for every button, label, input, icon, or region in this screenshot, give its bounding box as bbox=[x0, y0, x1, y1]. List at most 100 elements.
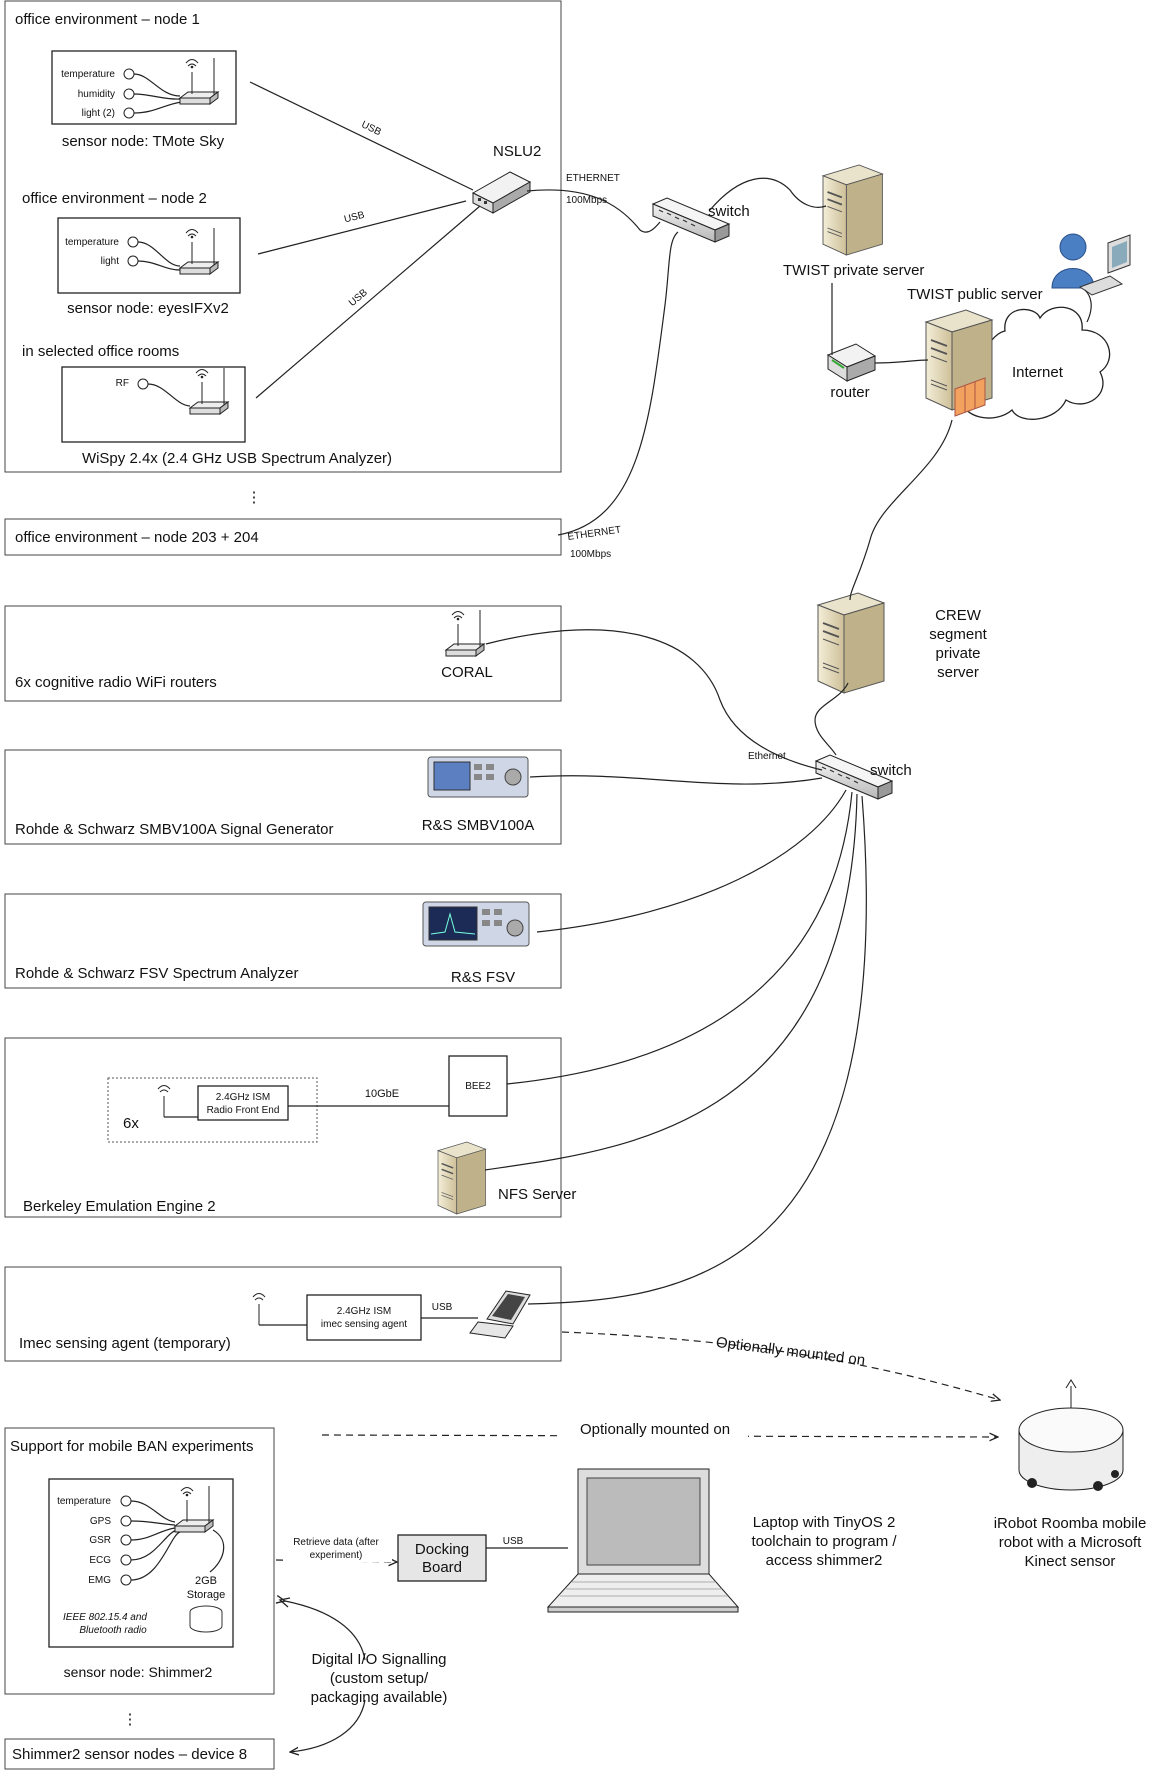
optional-mount-1: Optionally mounted on bbox=[715, 1334, 866, 1369]
frontend-group-box bbox=[107, 1077, 318, 1143]
bee2-device-label: BEE2 bbox=[465, 1081, 491, 1092]
ban-title: Support for mobile BAN experiments bbox=[10, 1438, 253, 1455]
storage-line1: 2GB bbox=[195, 1575, 217, 1587]
bee2-title: Berkeley Emulation Engine 2 bbox=[23, 1198, 216, 1215]
laptop-caption-3: access shimmer2 bbox=[766, 1552, 883, 1569]
sensor-label: EMG bbox=[88, 1575, 111, 1586]
twist-private-server-icon bbox=[822, 164, 884, 256]
office-rooms-title: in selected office rooms bbox=[22, 343, 179, 360]
frontend-antenna-icon bbox=[157, 1085, 198, 1118]
sensor-label: temperature bbox=[65, 237, 119, 248]
frontend-multiplier: 6x bbox=[123, 1115, 139, 1132]
imec-agent-box bbox=[306, 1294, 422, 1341]
signal-generator-icon bbox=[427, 756, 529, 798]
fsv-title: Rohde & Schwarz FSV Spectrum Analyzer bbox=[15, 965, 298, 982]
user-workstation-icon bbox=[1051, 233, 1131, 296]
spectrum-analyzer-icon bbox=[422, 901, 530, 947]
fsv-device-label: R&S FSV bbox=[451, 969, 515, 986]
router-icon bbox=[826, 343, 877, 382]
sensor-label: GSR bbox=[89, 1535, 111, 1546]
roomba-caption-3: Kinect sensor bbox=[1025, 1553, 1116, 1570]
sensor-label: ECG bbox=[89, 1555, 111, 1566]
firewall-icon bbox=[954, 377, 986, 417]
sensor-label: RF bbox=[116, 378, 129, 389]
laptop-icon bbox=[546, 1468, 740, 1613]
imec-title: Imec sensing agent (temporary) bbox=[19, 1335, 231, 1352]
twist-private-label: TWIST private server bbox=[783, 262, 924, 279]
switch2-label: switch bbox=[870, 762, 912, 779]
docking-line2: Board bbox=[422, 1559, 462, 1576]
router-label: router bbox=[830, 384, 869, 401]
crew-label-1: CREW bbox=[935, 607, 982, 624]
sensor-label: light (2) bbox=[82, 108, 115, 119]
office-node1-title: office environment – node 1 bbox=[15, 11, 200, 28]
eyesifx-caption: sensor node: eyesIFXv2 bbox=[67, 300, 229, 317]
switch1-label: switch bbox=[708, 203, 750, 220]
retrieve-line2: experiment) bbox=[310, 1550, 363, 1561]
radio-line2: Bluetooth radio bbox=[79, 1625, 147, 1636]
smbv-title: Rohde & Schwarz SMBV100A Signal Generato… bbox=[15, 821, 334, 838]
imec-laptop-icon bbox=[469, 1290, 531, 1339]
digital-io-2: (custom setup/ bbox=[330, 1670, 429, 1687]
eyesifx-box bbox=[57, 217, 241, 294]
laptop-caption-2: toolchain to program / bbox=[751, 1533, 897, 1550]
imec-agent-line1: 2.4GHz ISM bbox=[337, 1306, 391, 1317]
ellipsis-2: ⋮ bbox=[123, 1711, 138, 1728]
laptop-caption-1: Laptop with TinyOS 2 bbox=[753, 1514, 896, 1531]
wispy-caption: WiSpy 2.4x (2.4 GHz USB Spectrum Analyze… bbox=[82, 450, 392, 467]
docking-line1: Docking bbox=[415, 1541, 469, 1558]
office-node203-box bbox=[4, 518, 562, 556]
imec-agent-line2: imec sensing agent bbox=[321, 1319, 407, 1330]
eth1-line1: ETHERNET bbox=[566, 173, 620, 184]
usb2-label: USB bbox=[343, 210, 366, 226]
ellipsis-1: ⋮ bbox=[247, 489, 262, 506]
shimmer-devices-title: Shimmer2 sensor nodes – device 8 bbox=[12, 1746, 247, 1763]
digital-io-1: Digital I/O Signalling bbox=[311, 1651, 446, 1668]
ethernet-crew-label: Ethernet bbox=[748, 751, 786, 762]
crew-label-4: server bbox=[937, 664, 979, 681]
crew-label-3: private bbox=[935, 645, 980, 662]
coral-device-label: CORAL bbox=[441, 664, 493, 681]
tmote-sensors: temperature humidity light (2) bbox=[61, 57, 219, 119]
eth2-line1: ETHERNET bbox=[567, 525, 622, 543]
radio-frontend-box bbox=[197, 1085, 289, 1121]
nfs-server-label: NFS Server bbox=[498, 1186, 576, 1203]
docking-board-box bbox=[397, 1534, 487, 1582]
eth2-line2: 100Mbps bbox=[570, 549, 611, 560]
tmote-sky-box bbox=[51, 50, 237, 125]
twist-public-label: TWIST public server bbox=[907, 286, 1043, 303]
eyesifx-sensors: temperature light bbox=[65, 227, 219, 275]
10gbe-label: 10GbE bbox=[365, 1088, 399, 1100]
frontend-line2: Radio Front End bbox=[207, 1105, 280, 1116]
smbv-device-label: R&S SMBV100A bbox=[422, 817, 535, 834]
office-node2-title: office environment – node 2 bbox=[22, 190, 207, 207]
tmote-caption: sensor node: TMote Sky bbox=[62, 133, 225, 150]
sensor-label: temperature bbox=[61, 69, 115, 80]
sensor-label: temperature bbox=[57, 1496, 111, 1507]
imec-box bbox=[4, 1266, 562, 1362]
digital-io-3: packaging available) bbox=[311, 1689, 448, 1706]
storage-icon bbox=[189, 1605, 223, 1633]
docking-usb-label: USB bbox=[503, 1536, 524, 1547]
wispy-sensors: RF bbox=[116, 367, 229, 415]
sensor-label: light bbox=[101, 256, 120, 267]
office-node203-title: office environment – node 203 + 204 bbox=[15, 529, 259, 546]
storage-line2: Storage bbox=[187, 1589, 226, 1601]
sensor-label: humidity bbox=[78, 89, 115, 100]
coral-title: 6x cognitive radio WiFi routers bbox=[15, 674, 217, 691]
internet-label: Internet bbox=[1012, 364, 1064, 381]
crew-label-2: segment bbox=[929, 626, 987, 643]
imec-usb-label: USB bbox=[432, 1302, 453, 1313]
retrieve-line1: Retrieve data (after bbox=[293, 1537, 379, 1548]
roomba-caption-2: robot with a Microsoft bbox=[999, 1534, 1142, 1551]
imec-antenna-icon bbox=[252, 1293, 307, 1326]
nslu2-icon bbox=[471, 171, 532, 214]
frontend-line1: 2.4GHz ISM bbox=[216, 1092, 270, 1103]
bee2-device-box bbox=[448, 1055, 508, 1117]
crew-server-icon bbox=[817, 592, 885, 694]
radio-line1: IEEE 802.15.4 and bbox=[63, 1612, 147, 1623]
optional-mount-2: Optionally mounted on bbox=[580, 1421, 730, 1438]
shimmer-sensors: temperature GPS GSR ECG EMG bbox=[57, 1485, 225, 1586]
shimmer-caption: sensor node: Shimmer2 bbox=[64, 1664, 213, 1680]
